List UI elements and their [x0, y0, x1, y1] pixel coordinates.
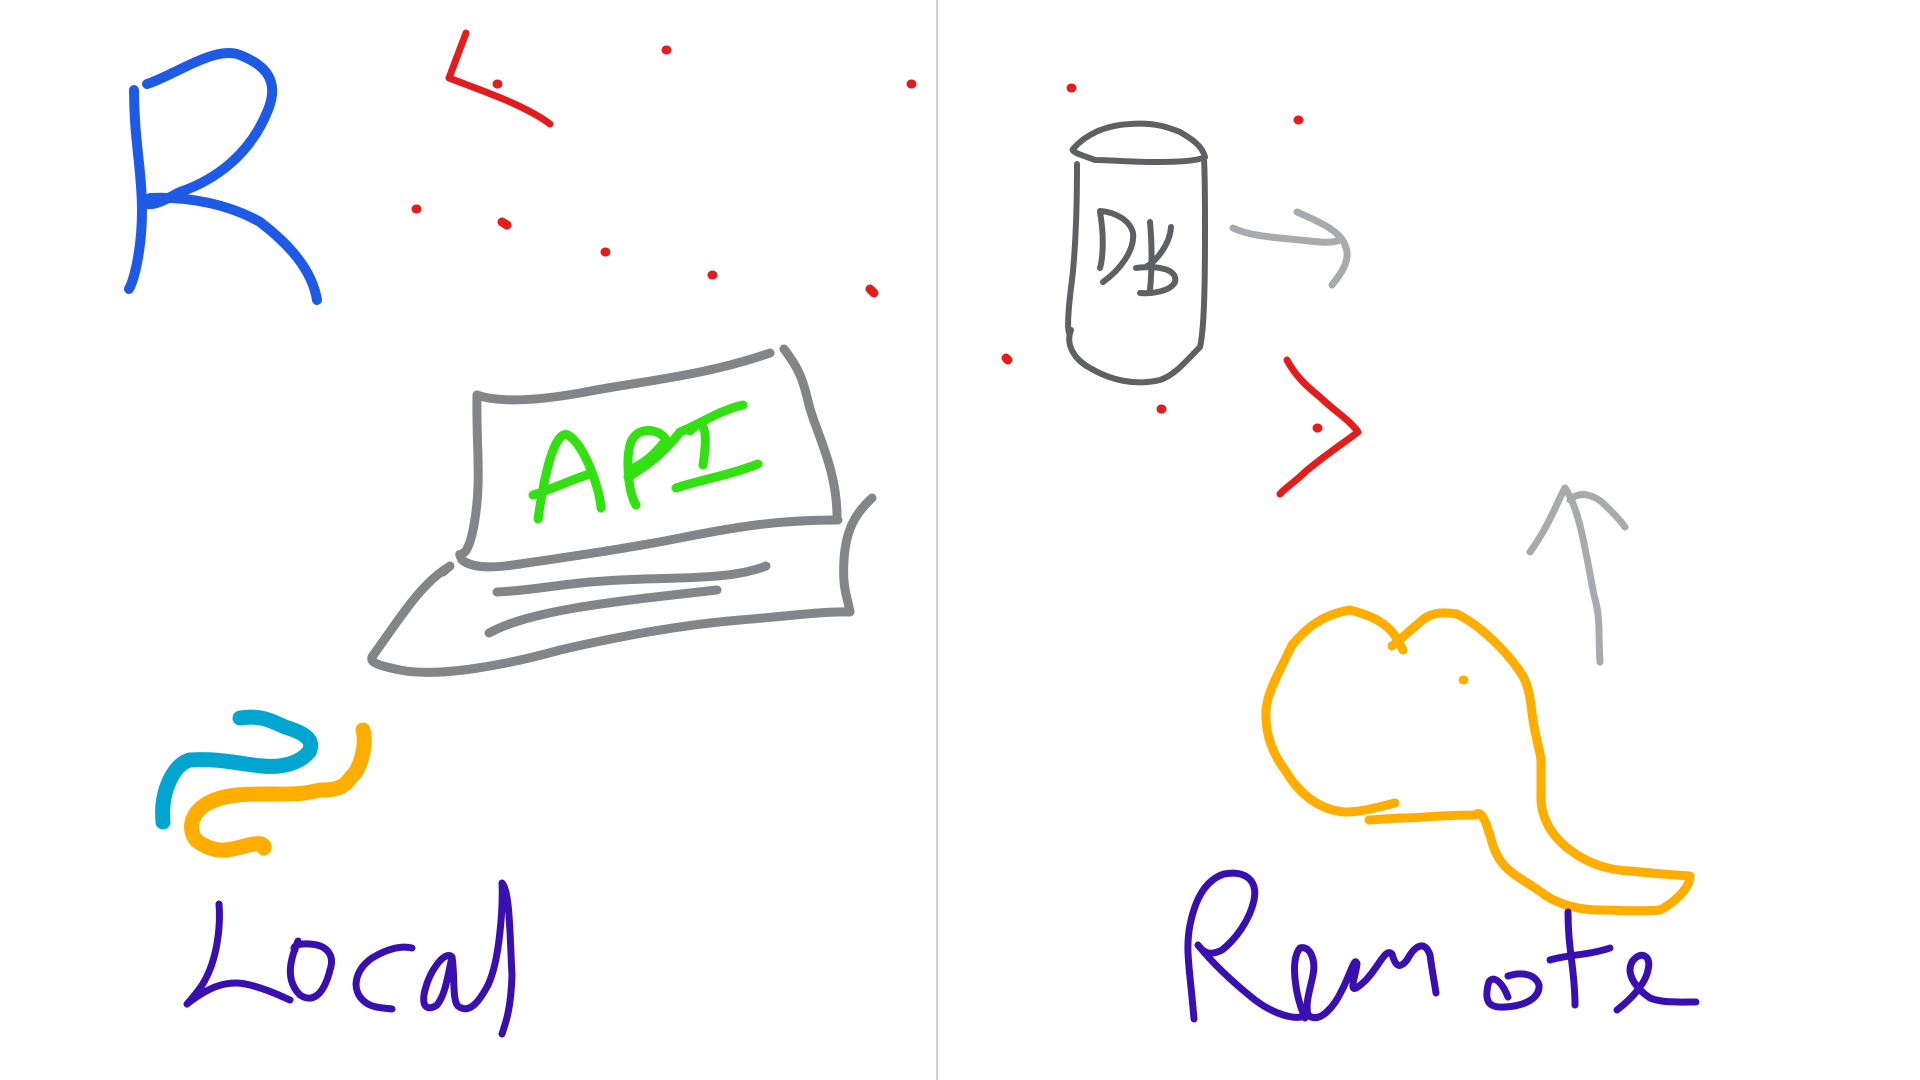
red-check-stroke	[445, 29, 554, 128]
vm-block-middle	[1374, 280, 1642, 376]
postgres-elephant-icon	[1261, 605, 1695, 916]
red-arrow	[1276, 356, 1362, 498]
vm-block-top	[1385, 182, 1645, 271]
vm-handwritten-text	[1430, 201, 1587, 255]
python-blue-half	[155, 709, 319, 830]
remote-handwritten-text	[1184, 869, 1700, 1023]
arrow-elephant-to-vm	[1526, 484, 1629, 666]
vm-block-bottom	[1369, 381, 1640, 476]
database-cylinder-icon	[1065, 120, 1208, 386]
vm-stack-icon	[1369, 182, 1645, 476]
red-dots-right	[1001, 83, 1323, 433]
db-handwritten-text	[1097, 208, 1179, 297]
python-yellow-half	[184, 722, 372, 858]
laptop-icon	[367, 344, 877, 677]
r-language-logo-icon	[124, 48, 322, 305]
api-handwritten-text	[528, 400, 763, 524]
arrow-db-to-vm	[1229, 208, 1351, 289]
red-dots-left	[411, 45, 917, 298]
local-handwritten-text	[183, 879, 516, 1038]
python-logo-icon	[155, 709, 372, 858]
